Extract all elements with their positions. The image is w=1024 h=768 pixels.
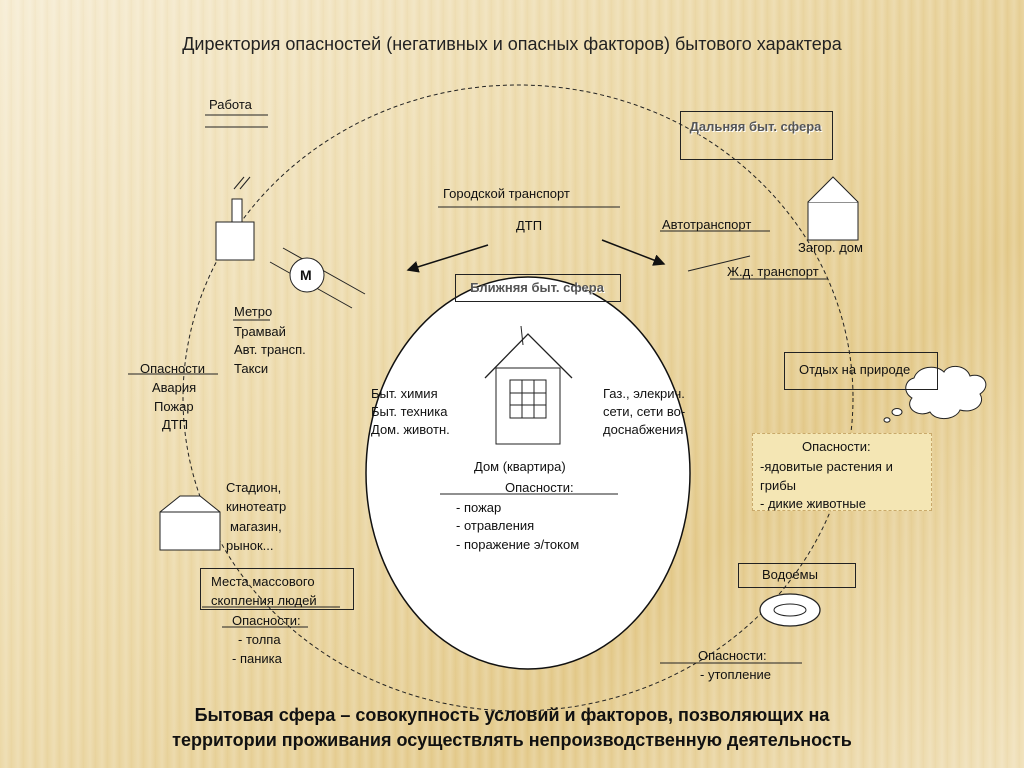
mass-places-box	[200, 568, 354, 610]
water-danger-title: Опасности:	[698, 648, 767, 663]
danger-left-item: ДТП	[162, 417, 189, 432]
lake-icon	[759, 593, 821, 627]
house-danger-item: - поражение э/током	[456, 537, 580, 552]
metro-list-item: Такси	[234, 361, 269, 376]
house-danger-item: - пожар	[456, 500, 502, 515]
avto-slash	[687, 255, 751, 272]
definition-line-1: Бытовая сфера – совокупность условий и ф…	[194, 705, 830, 725]
mass-danger-title: Опасности:	[232, 613, 301, 628]
nature-box	[784, 352, 938, 390]
definition-line-2: территории проживания осуществлять непро…	[172, 730, 852, 750]
nature-danger-title: Опасности:	[802, 439, 871, 454]
factory-icon	[215, 176, 255, 261]
near-right-item: сети, сети во-	[603, 404, 686, 419]
near-left-item: Быт. химия	[371, 386, 438, 401]
stadium-list-item: Стадион,	[226, 480, 282, 495]
country-house-icon	[807, 176, 859, 241]
inner-sphere-circle	[365, 276, 691, 670]
stadium-list-item: рынок...	[226, 538, 274, 553]
near-left-item: Дом. животн.	[371, 422, 450, 437]
arrow-right	[601, 239, 666, 266]
arrow-left	[406, 244, 489, 273]
nature-danger-item: грибы	[760, 478, 797, 493]
near-sphere-label: Ближняя быт. сфера	[470, 280, 604, 295]
outer-sphere-circle	[182, 84, 854, 712]
central-house-icon	[484, 325, 573, 445]
dtp-label: ДТП	[516, 218, 543, 233]
page-title: Директория опасностей (негативных и опас…	[182, 34, 842, 54]
mass-danger-item: - паника	[232, 651, 282, 666]
danger-left-item: Пожар	[154, 399, 194, 414]
water-box	[738, 563, 856, 588]
nature-label: Отдых на природе	[799, 362, 911, 377]
far-sphere-box	[680, 111, 833, 160]
rabota-label: Работа	[209, 97, 252, 112]
nature-danger-item: - дикие животные	[760, 496, 866, 511]
zhd-transport-label: Ж.д. транспорт	[727, 264, 819, 279]
far-sphere-label: Дальняя быт. сфера	[689, 119, 822, 134]
stadium-list-item: кинотеатр	[226, 499, 287, 514]
metro-list-item: Трамвай	[234, 324, 286, 339]
mass-places-line: скопления людей	[211, 593, 317, 608]
avtotransport-label: Автотранспорт	[662, 217, 752, 232]
nature-danger-note	[752, 433, 932, 511]
city-transport-label: Городской транспорт	[443, 186, 570, 201]
mass-danger-item: - толпа	[238, 632, 281, 647]
metro-letter: М	[300, 267, 312, 283]
cloud-icon	[883, 366, 987, 423]
metro-list-item: Метро	[234, 304, 273, 319]
mass-places-line: Места массового	[211, 574, 315, 589]
metro-list-item: Авт. трансп.	[234, 342, 306, 357]
near-left-item: Быт. техника	[371, 404, 448, 419]
stadium-list-item: магазин,	[230, 519, 282, 534]
water-danger-item: - утопление	[700, 667, 772, 682]
house-label: Дом (квартира)	[474, 459, 566, 474]
house-danger-item: - отравления	[456, 518, 535, 533]
near-sphere-box	[455, 274, 621, 302]
metro-icon	[269, 247, 366, 309]
zagor-dom-label: Загор. дом	[798, 240, 863, 255]
danger-left-title: Опасности	[140, 361, 206, 376]
house-danger-title: Опасности:	[505, 480, 574, 495]
near-right-item: доснабжения	[603, 422, 684, 437]
nature-danger-item: -ядовитые растения и	[760, 459, 893, 474]
near-right-item: Газ., элекрич.	[603, 386, 685, 401]
shop-icon	[159, 495, 221, 551]
water-label: Водоемы	[762, 567, 818, 582]
danger-left-item: Авария	[152, 380, 197, 395]
